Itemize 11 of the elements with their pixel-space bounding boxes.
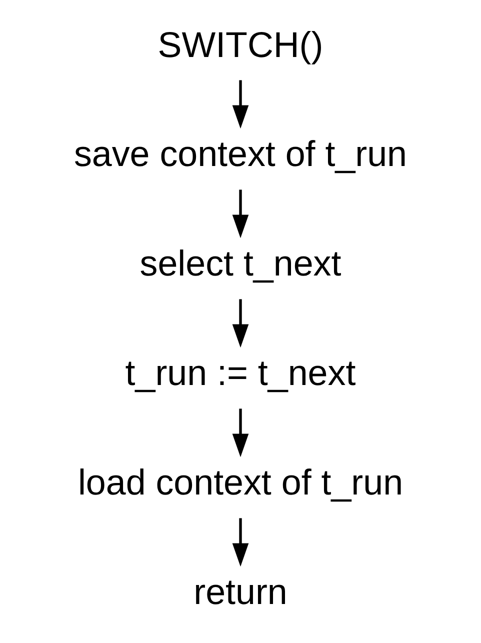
- arrow: [232, 299, 249, 348]
- arrow: [232, 190, 249, 238]
- node-text: t_run := t_next: [125, 353, 356, 394]
- node-text: load context of t_run: [78, 462, 404, 503]
- arrow: [232, 518, 249, 567]
- node-text: select t_next: [140, 244, 342, 284]
- arrow: [232, 408, 249, 458]
- node-text: save context of t_run: [74, 134, 408, 174]
- node-text: SWITCH(): [158, 24, 324, 65]
- node-text: return: [194, 572, 288, 612]
- arrow: [232, 80, 249, 129]
